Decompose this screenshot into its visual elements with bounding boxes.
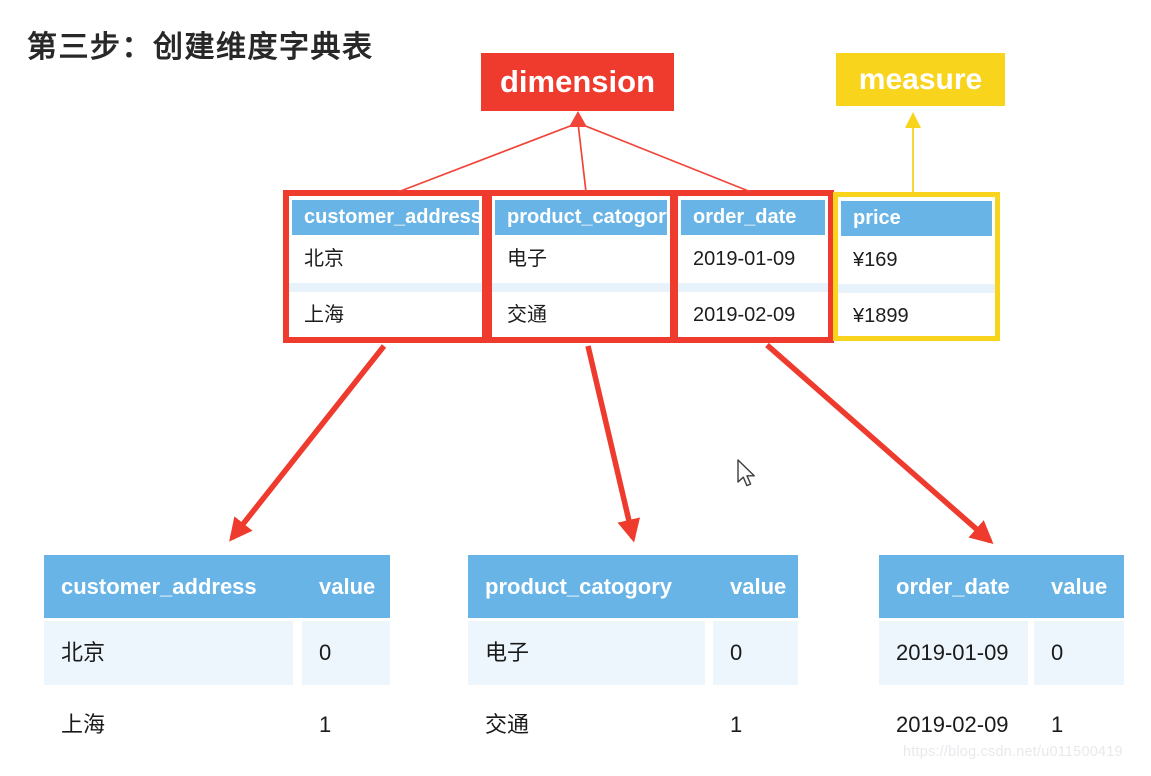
table-cell: 0 xyxy=(302,621,390,685)
table-row: 2019-01-09 0 xyxy=(879,621,1124,685)
column-header: order_date xyxy=(681,200,825,235)
column-header: value xyxy=(1034,555,1124,618)
table-cell: 0 xyxy=(1034,621,1124,685)
main-column-price: price ¥169 ¥1899 xyxy=(833,192,1000,341)
table-row: 2019-02-09 1 xyxy=(879,693,1124,757)
table-cell: 交通 xyxy=(468,693,705,757)
table-cell: ¥1899 xyxy=(853,305,909,327)
table-header-row: product_catogory value xyxy=(468,555,798,618)
main-column-order-date: order_date 2019-01-09 2019-02-09 xyxy=(672,190,834,343)
dict-table-order-date: order_date value 2019-01-09 0 2019-02-09… xyxy=(879,555,1124,757)
column-divider xyxy=(1028,555,1034,618)
mapping-arrow-customer-address xyxy=(229,344,387,542)
main-column-customer-address: customer_address 北京 上海 xyxy=(283,190,488,343)
table-cell: 2019-02-09 xyxy=(693,304,796,326)
table-cell: ¥169 xyxy=(838,236,995,293)
column-header: product_catogory xyxy=(495,200,670,235)
main-column-product-catogory: product_catogory 电子 交通 xyxy=(486,190,676,343)
table-row: 北京 0 xyxy=(44,621,390,685)
table-cell: 1 xyxy=(302,693,390,757)
table-row: 电子 0 xyxy=(468,621,798,685)
column-header: value xyxy=(713,555,798,618)
mapping-arrow-product-catogory xyxy=(585,345,641,543)
measure-arrow xyxy=(905,112,921,195)
table-cell: 交通 xyxy=(507,304,547,326)
column-header: customer_address xyxy=(44,555,293,618)
column-header: price xyxy=(841,201,992,236)
mapping-arrow-order-date xyxy=(765,342,994,545)
column-divider xyxy=(293,555,302,618)
page-title: 第三步：创建维度字典表 xyxy=(27,31,374,64)
dimension-label: dimension xyxy=(481,53,674,111)
table-cell: 2019-01-09 xyxy=(879,621,1028,685)
table-row: 上海 1 xyxy=(44,693,390,757)
table-cell: 1 xyxy=(713,693,798,757)
column-header: order_date xyxy=(879,555,1028,618)
column-header: customer_address xyxy=(292,200,482,235)
table-cell: 0 xyxy=(713,621,798,685)
table-row: 交通 1 xyxy=(468,693,798,757)
table-cell: 电子 xyxy=(492,235,670,292)
measure-arrowhead-icon xyxy=(905,112,921,128)
table-cell: 2019-01-09 xyxy=(678,235,828,292)
table-cell: 2019-02-09 xyxy=(879,693,1028,757)
dimension-arrowhead-icon xyxy=(569,111,587,127)
mouse-cursor-icon xyxy=(737,459,755,487)
table-header-row: order_date value xyxy=(879,555,1124,618)
watermark: https://blog.csdn.net/u011500419 xyxy=(903,744,1123,760)
measure-label: measure xyxy=(836,53,1005,106)
column-header: value xyxy=(302,555,390,618)
table-cell: 电子 xyxy=(468,621,705,685)
table-cell: 1 xyxy=(1034,693,1124,757)
dict-table-customer-address: customer_address value 北京 0 上海 1 xyxy=(44,555,390,757)
column-header: product_catogory xyxy=(468,555,705,618)
table-cell: 北京 xyxy=(289,235,482,292)
dimension-arrows xyxy=(397,122,752,193)
dict-table-product-catogory: product_catogory value 电子 0 交通 1 xyxy=(468,555,798,757)
table-header-row: customer_address value xyxy=(44,555,390,618)
column-divider xyxy=(705,555,713,618)
table-cell: 北京 xyxy=(44,621,293,685)
table-cell: 上海 xyxy=(44,693,293,757)
table-cell: 上海 xyxy=(304,304,344,326)
